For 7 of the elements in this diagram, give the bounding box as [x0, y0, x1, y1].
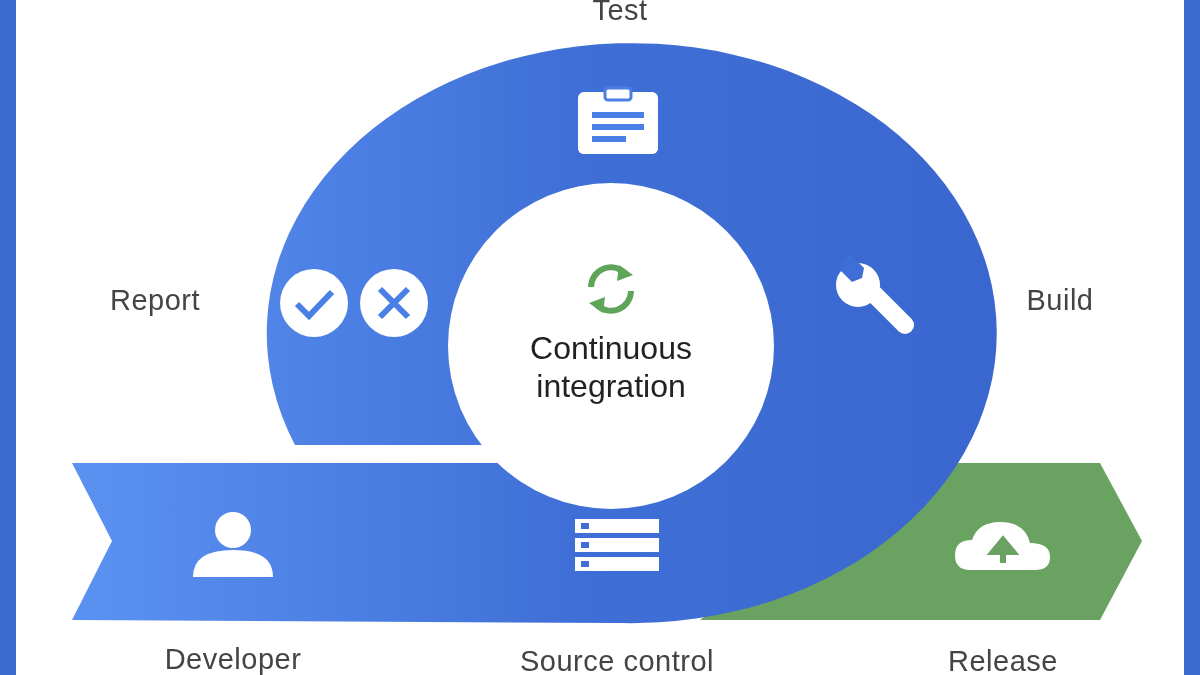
stage-label: Release [948, 644, 1058, 675]
stage-label: Test [592, 0, 648, 27]
stage-label: Developer [164, 642, 302, 675]
stage-label: Report [110, 283, 200, 317]
center-label: Continuous integration [529, 329, 693, 405]
stage-label: Build [1026, 283, 1094, 317]
stage-label: Source control [520, 644, 714, 675]
